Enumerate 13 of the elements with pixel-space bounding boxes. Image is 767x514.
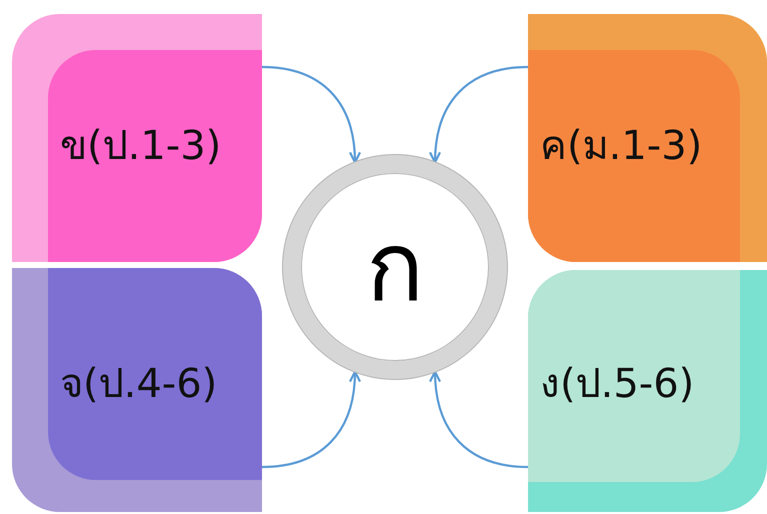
center-label: ก xyxy=(366,219,424,315)
card-label: ง(ป.5-6) xyxy=(540,364,694,404)
curved-arrow xyxy=(429,370,528,468)
card-label: ข(ป.1-3) xyxy=(60,126,222,166)
rounded-card xyxy=(528,270,767,512)
curved-arrow xyxy=(429,66,528,164)
curved-arrow xyxy=(262,66,361,164)
rounded-card xyxy=(12,14,262,262)
card-label: ค(ม.1-3) xyxy=(540,126,702,166)
card-label: จ(ป.4-6) xyxy=(60,364,218,404)
rounded-card xyxy=(12,268,262,512)
curved-arrow xyxy=(262,370,361,468)
rounded-card xyxy=(528,14,767,262)
